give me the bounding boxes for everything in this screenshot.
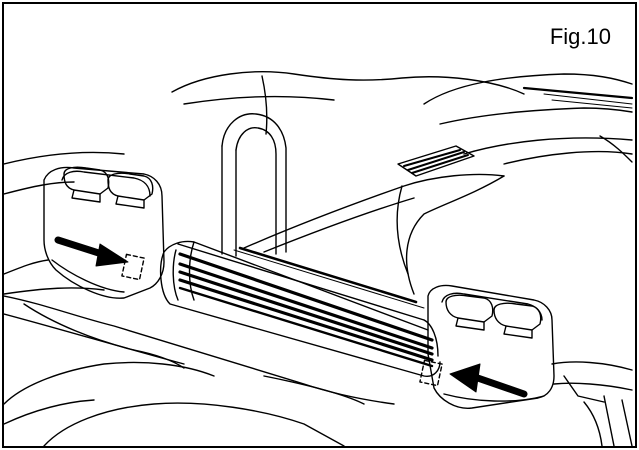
upper-housing-contours bbox=[171, 71, 634, 135]
top-surface bbox=[243, 173, 505, 295]
right-lower-body bbox=[551, 361, 633, 446]
ribbed-connector bbox=[397, 145, 475, 177]
roller-tube bbox=[159, 240, 441, 377]
left-clip-housing bbox=[43, 166, 165, 299]
lower-base bbox=[4, 295, 395, 446]
right-handle bbox=[463, 135, 633, 165]
arrow-right-pointer bbox=[419, 359, 528, 398]
background-body bbox=[4, 151, 125, 295]
right-clip-housing bbox=[427, 284, 555, 409]
arrow-left-pointer bbox=[54, 236, 145, 281]
dashed-callout-box-right bbox=[419, 359, 443, 387]
center-post bbox=[221, 113, 287, 257]
dashed-callout-box-left bbox=[121, 253, 145, 281]
figure-label: Fig.10 bbox=[549, 24, 611, 49]
device-line-drawing bbox=[4, 71, 634, 446]
